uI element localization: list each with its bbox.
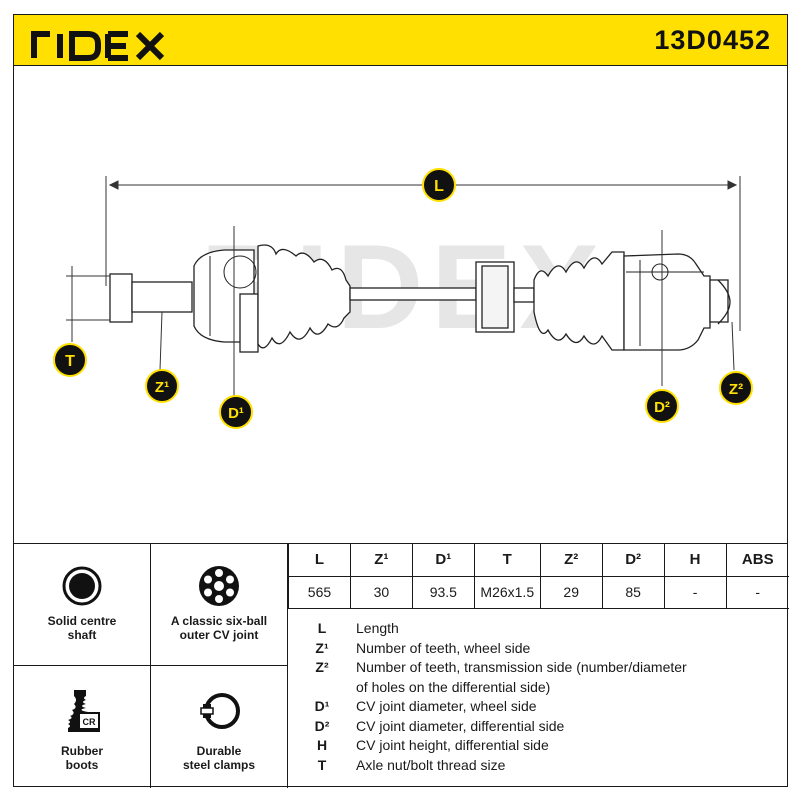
legend-text: CV joint height, differential side bbox=[356, 737, 549, 753]
legend-symbol: T bbox=[317, 757, 327, 773]
solid-shaft-icon bbox=[62, 566, 102, 606]
specs-value-cell: 93.5 bbox=[411, 575, 475, 609]
specs-header-cell: D² bbox=[601, 544, 665, 577]
legend-symbol: Z¹ bbox=[315, 640, 329, 656]
part-number: 13D0452 bbox=[654, 25, 771, 55]
legend-symbol: D¹ bbox=[314, 698, 330, 714]
feature-rubber-boots: CR Rubber boots bbox=[14, 666, 151, 788]
feature-line1: A classic six-ball bbox=[170, 614, 268, 628]
marker-d1: D¹ bbox=[219, 395, 253, 429]
specs-value-cell: 85 bbox=[601, 575, 665, 609]
marker-l: L bbox=[422, 168, 456, 202]
specs-value-cell: 30 bbox=[349, 575, 413, 609]
shaft-details bbox=[209, 255, 704, 346]
feature-line1: Durable bbox=[196, 744, 242, 758]
legend-symbol: L bbox=[317, 620, 327, 636]
svg-text:D²: D² bbox=[654, 399, 670, 416]
specs-header-cell: H bbox=[663, 544, 727, 577]
spec-panel: Solid centre shaft A classic six-ball ou… bbox=[13, 543, 789, 788]
feature-line2: outer CV joint bbox=[179, 628, 259, 642]
legend-text: Length bbox=[356, 620, 399, 636]
ridex-logo bbox=[31, 31, 165, 61]
feature-six-ball-joint: A classic six-ball outer CV joint bbox=[151, 544, 288, 666]
specs-value-cell: - bbox=[663, 575, 727, 609]
legend-text: of holes on the differential side) bbox=[356, 679, 551, 695]
svg-text:D¹: D¹ bbox=[228, 405, 244, 422]
feature-line2: steel clamps bbox=[182, 758, 256, 772]
shaft-body bbox=[109, 244, 731, 353]
legend-text: Number of teeth, wheel side bbox=[356, 640, 531, 656]
technical-drawing: RIDEX bbox=[13, 66, 788, 544]
marker-z1: Z¹ bbox=[145, 369, 179, 403]
marker-d2: D² bbox=[645, 389, 679, 423]
specs-header-row: L Z¹ D¹ T Z² D² H ABS bbox=[288, 544, 789, 577]
marker-t: T bbox=[53, 343, 87, 377]
specs-header-cell: T bbox=[473, 544, 541, 577]
specs-value-cell: - bbox=[725, 575, 789, 609]
feature-line2: shaft bbox=[67, 628, 97, 642]
feature-steel-clamps: Durable steel clamps bbox=[151, 666, 288, 788]
header-bar: 13D0452 bbox=[13, 14, 788, 66]
specs-value-cell: 29 bbox=[539, 575, 603, 609]
legend-text: CV joint diameter, wheel side bbox=[356, 698, 537, 714]
specs-value-cell: 565 bbox=[288, 575, 351, 609]
marker-z2: Z² bbox=[719, 371, 753, 405]
legend-text: Axle nut/bolt thread size bbox=[356, 757, 506, 773]
feature-solid-shaft: Solid centre shaft bbox=[14, 544, 151, 666]
legend-symbol: D² bbox=[314, 718, 330, 734]
specs-header-cell: D¹ bbox=[411, 544, 475, 577]
specs-legend: L Length Z¹ Number of teeth, wheel side … bbox=[288, 610, 789, 788]
six-ball-joint-icon bbox=[199, 566, 239, 606]
legend-symbol: Z² bbox=[315, 659, 329, 675]
specs-value-row: 565 30 93.5 M26x1.5 29 85 - - bbox=[288, 575, 789, 609]
legend-symbol: H bbox=[316, 737, 328, 753]
specs-header-cell: ABS bbox=[725, 544, 789, 577]
specs-value-cell: M26x1.5 bbox=[473, 575, 541, 609]
feature-line2: boots bbox=[65, 758, 99, 772]
feature-line1: Solid centre bbox=[47, 614, 117, 628]
legend-text: Number of teeth, transmission side (numb… bbox=[356, 659, 687, 675]
legend-text: CV joint diameter, differential side bbox=[356, 718, 565, 734]
cr-badge: CR bbox=[83, 717, 96, 727]
t-dimension bbox=[66, 266, 110, 342]
svg-text:T: T bbox=[65, 353, 75, 370]
svg-text:Z¹: Z¹ bbox=[155, 379, 169, 396]
specs-header-cell: Z² bbox=[539, 544, 603, 577]
specs-header-cell: L bbox=[288, 544, 351, 577]
feature-line1: Rubber bbox=[61, 744, 103, 758]
specs-table: L Z¹ D¹ T Z² D² H ABS 565 30 93.5 M26x1.… bbox=[288, 544, 789, 609]
svg-text:Z²: Z² bbox=[729, 381, 743, 398]
svg-text:L: L bbox=[434, 178, 444, 195]
drive-shaft-drawing: RIDEX bbox=[53, 168, 753, 429]
specs-header-cell: Z¹ bbox=[349, 544, 413, 577]
steel-clamp-icon bbox=[200, 693, 240, 729]
rubber-boot-icon: CR bbox=[68, 690, 100, 732]
